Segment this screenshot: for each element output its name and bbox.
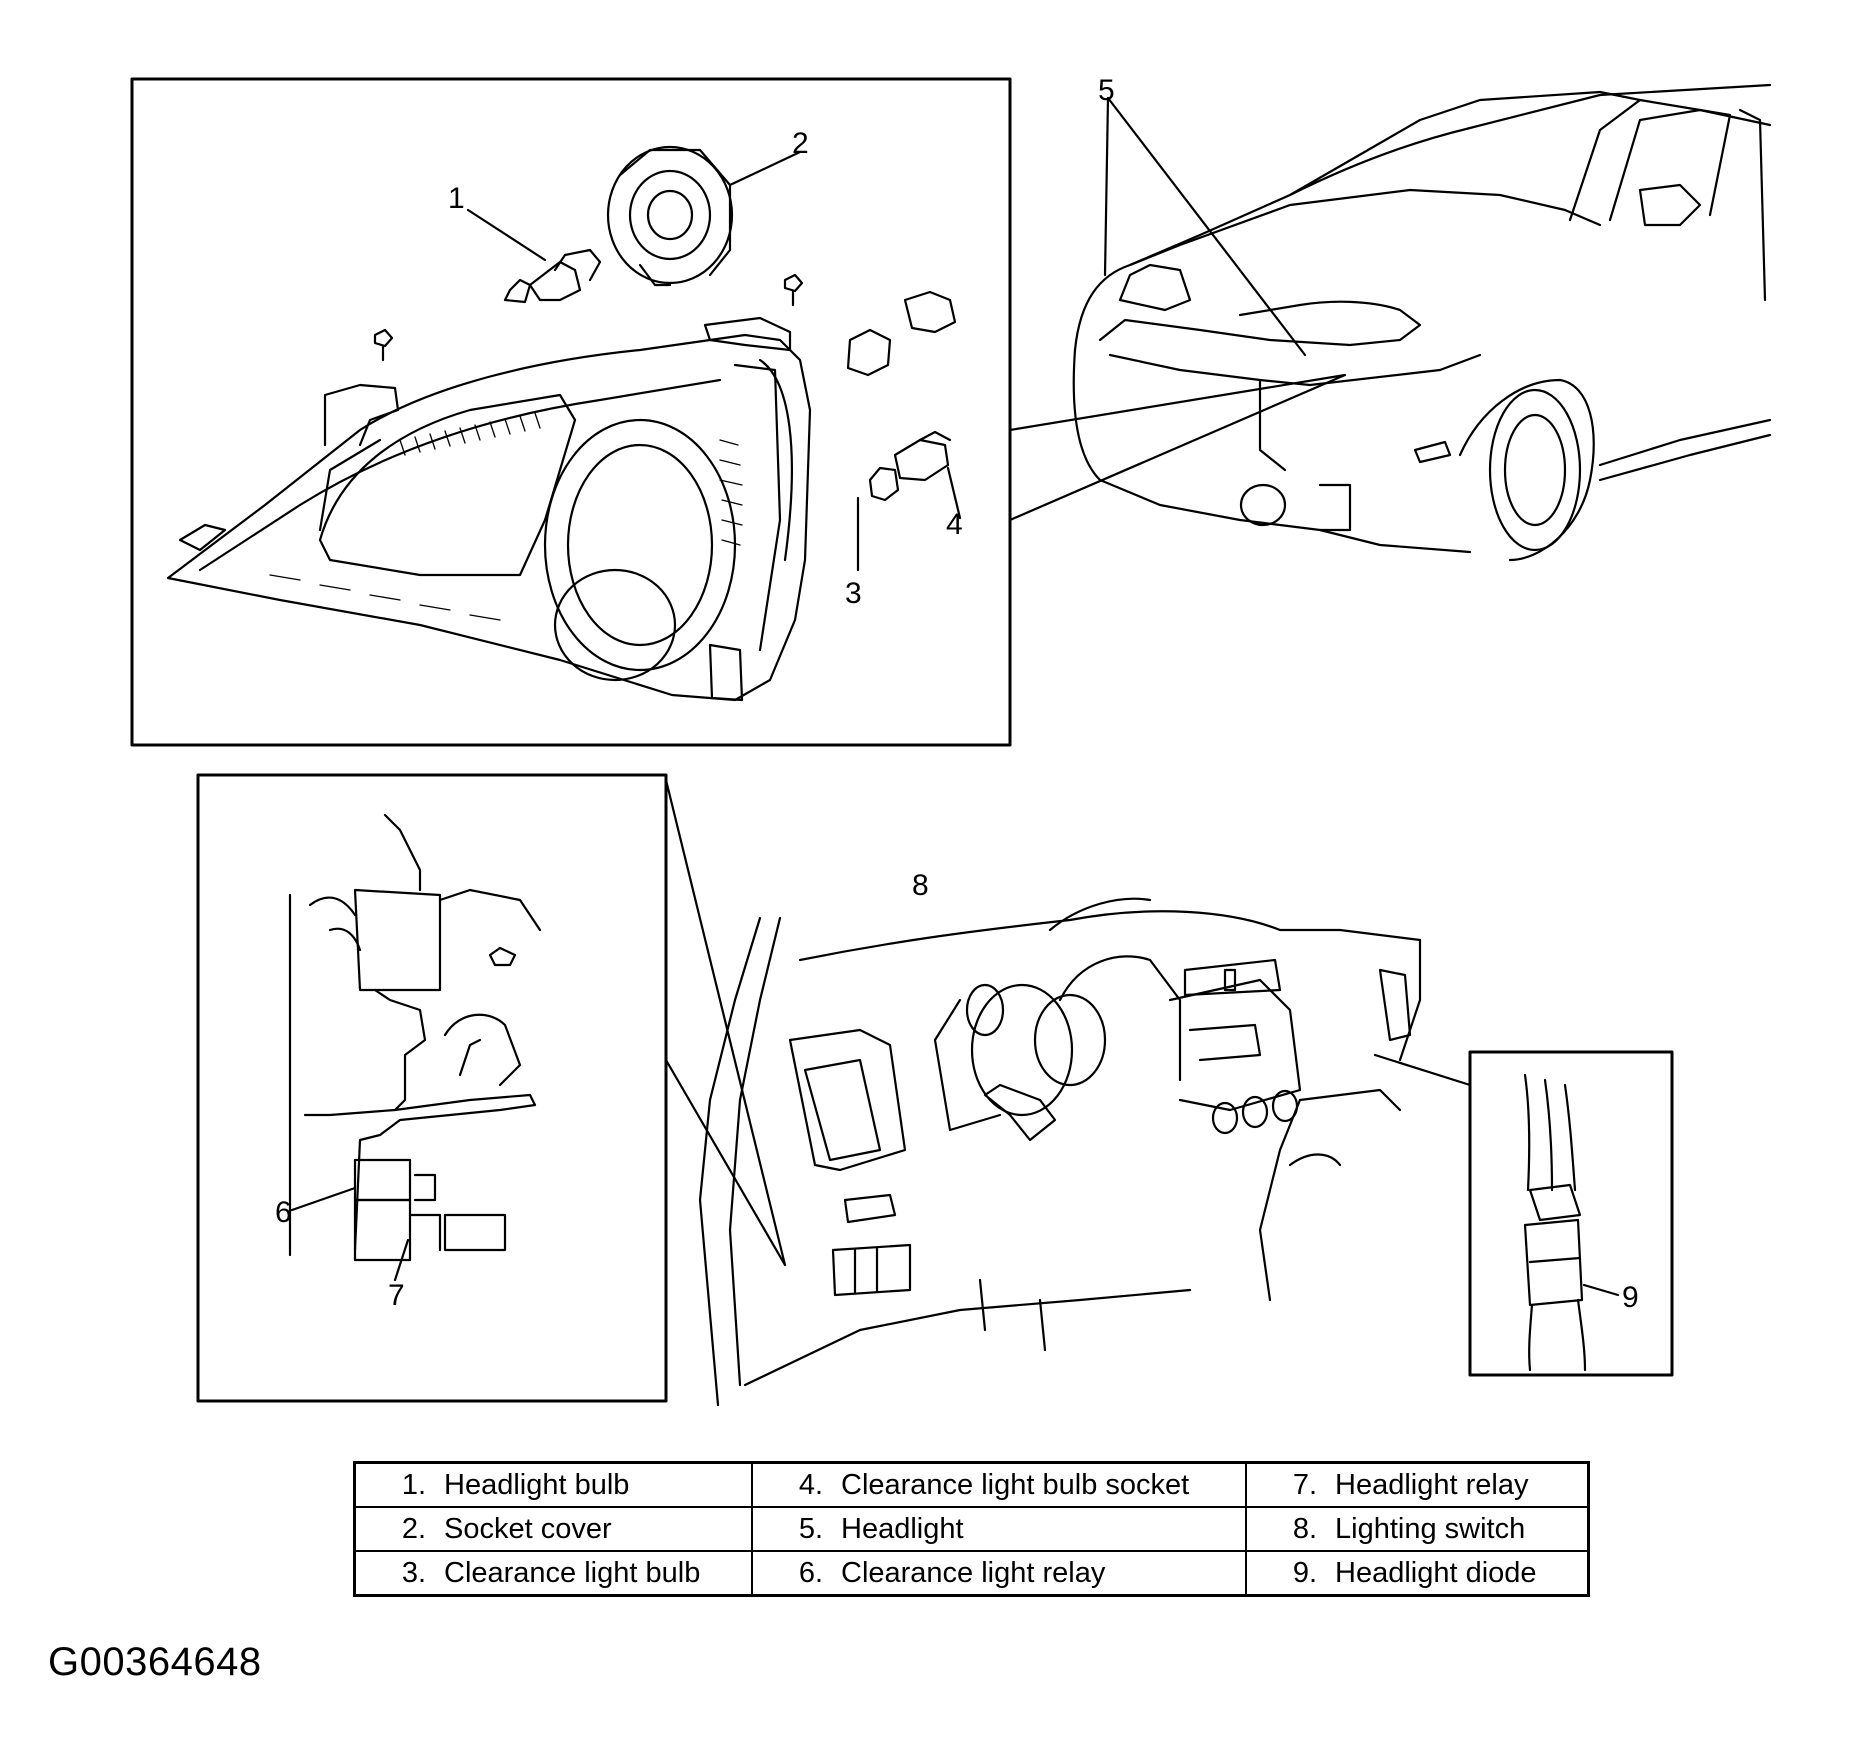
legend-number: 9. [1292, 1556, 1317, 1589]
legend-cell: 8. Lighting switch [1245, 1506, 1590, 1552]
headlight-assembly-panel [130, 77, 1012, 747]
legend-cell: 6. Clearance light relay [751, 1550, 1247, 1597]
callout-8: 8 [912, 869, 929, 902]
legend-label: Socket cover [444, 1512, 612, 1545]
callout-5: 5 [1098, 74, 1115, 107]
legend-row: 2. Socket cover 5. Headlight 8. Lighting sw… [353, 1506, 1590, 1552]
legend-label: Headlight diode [1335, 1556, 1537, 1589]
legend-number: 4. [798, 1468, 823, 1501]
callout-2: 2 [792, 127, 809, 160]
legend-row: 3. Clearance light bulb 6. Clearance light… [353, 1550, 1590, 1597]
legend-number: 7. [1292, 1468, 1317, 1501]
legend-label: Clearance light bulb socket [841, 1468, 1190, 1501]
figure-id: G00364648 [48, 1640, 262, 1684]
legend-cell: 1. Headlight bulb [353, 1461, 753, 1508]
callout-4: 4 [946, 508, 963, 541]
legend-label: Headlight [841, 1512, 964, 1545]
dashboard-view [664, 778, 1472, 1407]
legend-cell: 5. Headlight [751, 1506, 1247, 1552]
legend-cell: 9. Headlight diode [1245, 1550, 1590, 1597]
legend-row: 1. Headlight bulb 4. Clearance light bulb … [353, 1461, 1590, 1508]
legend-number: 5. [798, 1512, 823, 1545]
relay-panel [196, 773, 668, 1403]
callout-1: 1 [448, 182, 465, 215]
legend-cell: 3. Clearance light bulb [353, 1550, 753, 1597]
legend-label: Headlight bulb [444, 1468, 630, 1501]
legend-cell: 7. Headlight relay [1245, 1461, 1590, 1508]
legend-label: Clearance light bulb [444, 1556, 701, 1589]
legend-cell: 2. Socket cover [353, 1506, 753, 1552]
callout-labels: 1 2 3 4 5 6 7 8 9 [275, 74, 1639, 1314]
legend-number: 8. [1292, 1512, 1317, 1545]
legend-table: 1. Headlight bulb 4. Clearance light bulb … [353, 1461, 1590, 1597]
callout-7: 7 [388, 1279, 405, 1312]
callout-3: 3 [845, 577, 862, 610]
legend-number: 2. [401, 1512, 426, 1545]
legend-cell: 4. Clearance light bulb socket [751, 1461, 1247, 1508]
legend-number: 6. [798, 1556, 823, 1589]
callout-6: 6 [275, 1196, 292, 1229]
diode-panel [1468, 1050, 1674, 1377]
legend-number: 3. [401, 1556, 426, 1589]
callout-9: 9 [1622, 1281, 1639, 1314]
car-front-view [1072, 83, 1772, 562]
legend-number: 1. [401, 1468, 426, 1501]
legend-label: Headlight relay [1335, 1468, 1529, 1501]
legend-label: Lighting switch [1335, 1512, 1526, 1545]
detail-pointer-lines [1008, 373, 1347, 522]
legend-label: Clearance light relay [841, 1556, 1106, 1589]
